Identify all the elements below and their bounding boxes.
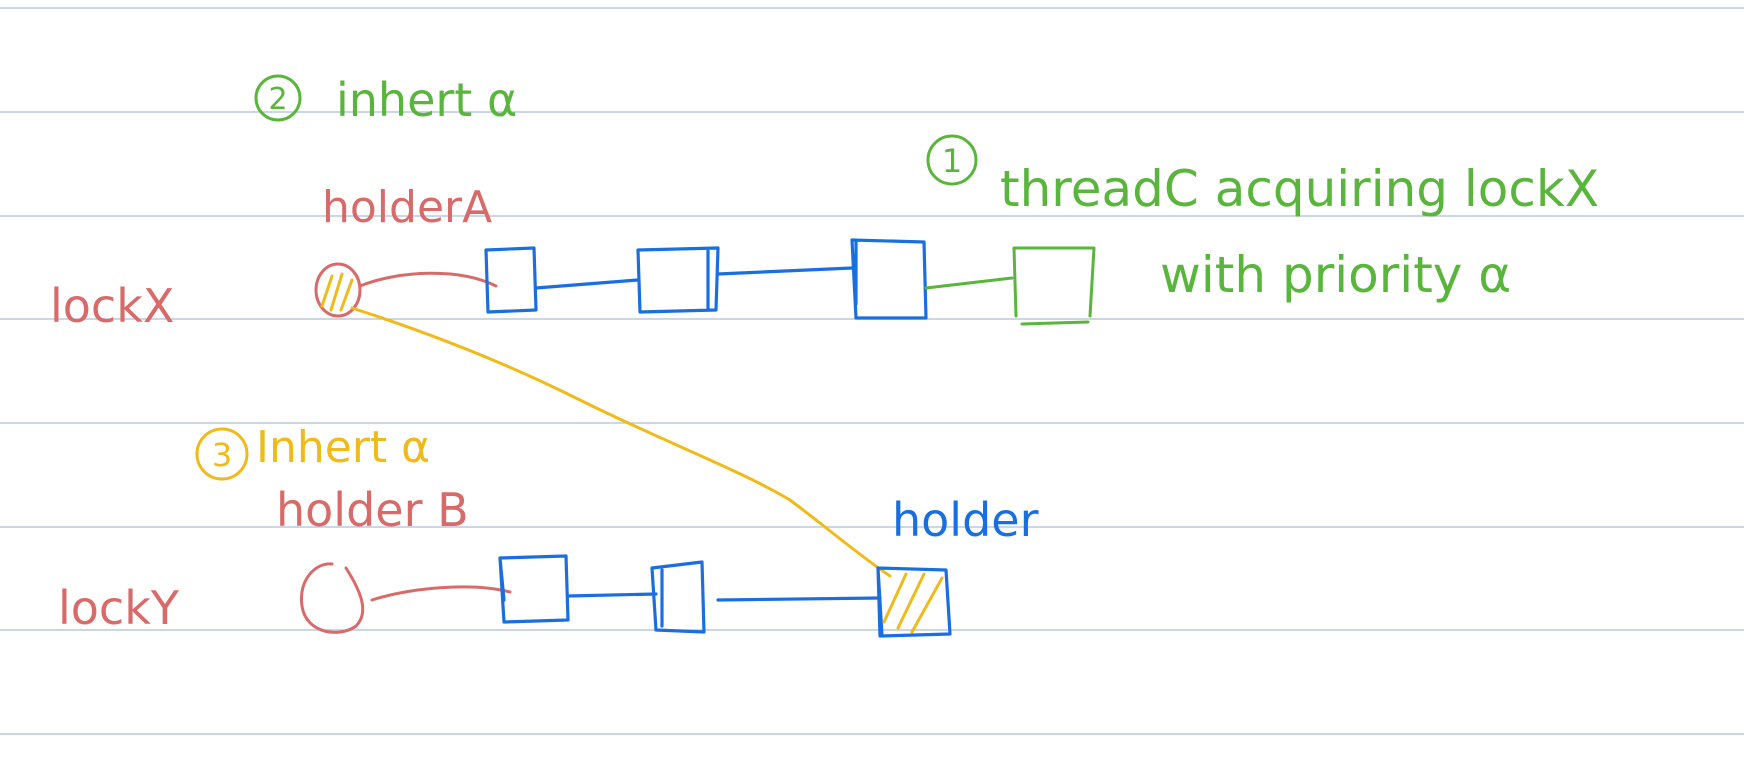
holder-a-label: holderA <box>322 182 492 233</box>
hatch-stroke <box>329 272 344 312</box>
thread-box <box>636 246 720 314</box>
step3-number: 3 <box>212 436 232 474</box>
step3-annotation: 3 Inhert α <box>195 422 430 481</box>
lock-y-label: lockY <box>58 581 180 635</box>
lock-y-head <box>299 562 365 634</box>
hatch-stroke <box>882 572 908 624</box>
queue-link <box>534 278 640 290</box>
lock-x-head <box>314 262 362 318</box>
step2-number: 2 <box>268 82 287 117</box>
thread-box <box>484 246 538 314</box>
step1-text-line2: with priority α <box>1160 246 1511 304</box>
step3-number-circle <box>195 427 249 481</box>
step2-number-circle <box>254 74 302 122</box>
queue-link <box>566 592 658 598</box>
lock-x-circle <box>314 262 362 318</box>
thread-c-box <box>1012 246 1096 326</box>
inheritance-arrow <box>350 306 892 578</box>
lock-y-wait-queue <box>498 554 882 634</box>
hatch-stroke <box>910 576 944 634</box>
thread-c-link <box>924 276 1014 290</box>
step2-text: inhert α <box>336 73 517 127</box>
step1-text-line1: threadC acquiring lockX <box>1000 160 1599 218</box>
hatch-stroke <box>339 278 354 312</box>
step1-number-circle <box>926 134 978 186</box>
lock-y-link <box>370 585 512 602</box>
thread-box <box>850 238 928 320</box>
holder-box <box>876 566 952 638</box>
queue-link <box>716 266 854 276</box>
step3-text: Inhert α <box>256 422 430 473</box>
lock-x-link <box>358 271 498 288</box>
ruled-lines <box>0 7 1744 735</box>
hatch-stroke <box>896 572 926 630</box>
holder-b-label: holder B <box>276 483 469 537</box>
lock-x-wait-queue <box>484 238 928 320</box>
hatch-stroke <box>320 274 334 308</box>
thread-box <box>498 554 570 624</box>
step2-annotation: 2 inhert α <box>254 73 517 127</box>
lock-y-holder <box>876 566 952 638</box>
step1-number: 1 <box>942 142 962 180</box>
step1-annotation: 1 threadC acquiring lockX with priority … <box>926 134 1599 304</box>
queue-link <box>716 596 882 602</box>
lock-y-circle <box>299 562 365 634</box>
holder-label: holder <box>892 493 1039 547</box>
lock-x-label: lockX <box>50 279 174 333</box>
thread-box <box>650 560 706 634</box>
